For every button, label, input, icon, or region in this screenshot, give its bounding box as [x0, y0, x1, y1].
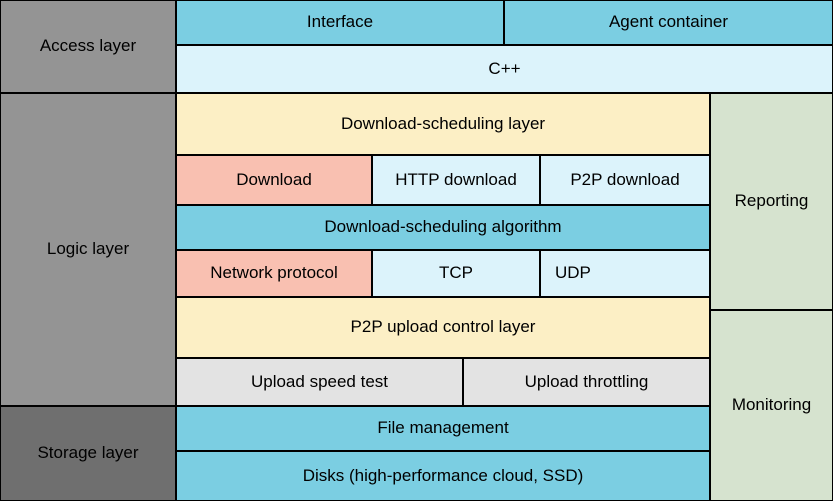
udp-box: UDP: [541, 251, 709, 296]
cpp-box: C++: [177, 46, 832, 92]
p2p-download-box: P2P download: [541, 156, 709, 204]
interface-box: Interface: [177, 1, 503, 44]
download-scheduling-layer-box: Download-scheduling layer: [177, 94, 709, 154]
upload-throttling-box: Upload throttling: [464, 359, 709, 405]
network-protocol-box: Network protocol: [177, 251, 371, 296]
http-download-box: HTTP download: [373, 156, 539, 204]
storage-layer-label: Storage layer: [1, 407, 175, 500]
download-box: Download: [177, 156, 371, 204]
agent-container-box: Agent container: [505, 1, 832, 44]
disks-box: Disks (high-performance cloud, SSD): [177, 452, 709, 500]
access-layer-label: Access layer: [1, 1, 175, 92]
download-scheduling-algorithm-box: Download-scheduling algorithm: [177, 206, 709, 249]
file-management-box: File management: [177, 407, 709, 450]
upload-speed-test-box: Upload speed test: [177, 359, 462, 405]
monitoring-box: Monitoring: [711, 311, 832, 500]
p2p-upload-control-layer-box: P2P upload control layer: [177, 298, 709, 357]
tcp-box: TCP: [373, 251, 539, 296]
logic-layer-label: Logic layer: [1, 94, 175, 405]
reporting-box: Reporting: [711, 94, 832, 309]
